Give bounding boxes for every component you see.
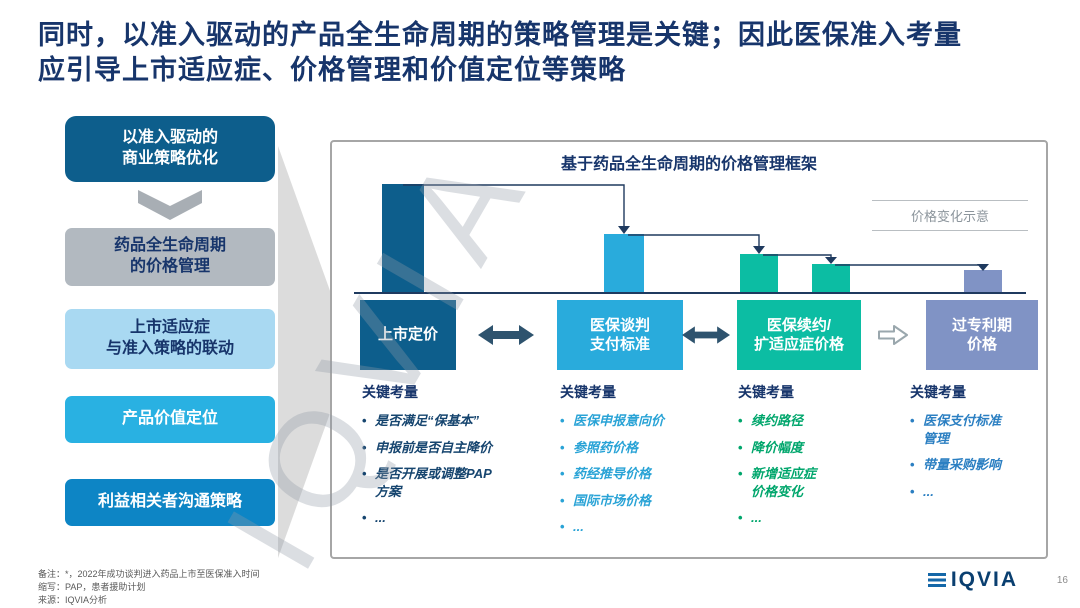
price-bar-renewal [740, 254, 778, 292]
consideration-item: 是否开展或调整PAP 方案 [362, 465, 544, 500]
considerations-header: 关键考量 [362, 384, 418, 400]
stage-reimbursement-negotiation: 医保谈判 支付标准 [557, 300, 683, 370]
consideration-item: 药经推导价格 [560, 465, 724, 483]
sidebar-item-lifecycle-price-management: 药品全生命周期 的价格管理 [65, 228, 275, 286]
price-bar-negotiation [604, 234, 644, 292]
page-title: 同时，以准入驱动的产品全生命周期的策略管理是关键；因此医保准入考量 应引导上市适… [38, 20, 962, 85]
sidebar-item-product-value-positioning: 产品价值定位 [65, 396, 275, 443]
sidebar-item-indication-access-linkage: 上市适应症 与准入策略的联动 [65, 309, 275, 369]
considerations-header: 关键考量 [560, 384, 616, 400]
considerations-negotiation: 关键考量 医保申报意向价 参照药价格 药经推导价格 国际市场价格 ... [560, 382, 724, 545]
considerations-header: 关键考量 [738, 384, 794, 400]
price-step-connectors [403, 184, 989, 271]
sidebar-item-access-driven-strategy: 以准入驱动的 商业策略优化 [65, 116, 275, 182]
consideration-item: 参照药价格 [560, 439, 724, 457]
double-arrow-icon [478, 325, 534, 345]
chart-baseline [354, 292, 1026, 294]
consideration-item: 申报前是否自主降价 [362, 439, 544, 457]
stage-renewal-expansion: 医保续约/ 扩适应症价格 [737, 300, 861, 370]
down-chevron-icon [138, 190, 202, 220]
iqvia-logo-icon [927, 573, 946, 587]
framework-panel: 基于药品全生命周期的价格管理框架 价格变化示意 上市定价 医保谈判 支付标准 医… [330, 140, 1048, 559]
consideration-item: 新增适应症 价格变化 [738, 465, 898, 500]
price-bar-indication-expansion [812, 264, 850, 292]
consideration-item: 医保支付标准 管理 [910, 412, 1040, 447]
considerations-header: 关键考量 [910, 384, 966, 400]
framework-title: 基于药品全生命周期的价格管理框架 [560, 156, 817, 173]
iqvia-logo: IQVIA [927, 568, 1018, 592]
considerations-launch: 关键考量 是否满足“保基本” 申报前是否自主降价 是否开展或调整PAP 方案 .… [362, 382, 544, 536]
footnote-line: 备注：*，2022年成功谈判进入药品上市至医保准入时间 [38, 569, 260, 579]
consideration-item: ... [910, 483, 1040, 501]
iqvia-logo-text: IQVIA [950, 568, 1018, 591]
consideration-item: 国际市场价格 [560, 492, 724, 510]
double-arrow-icon [682, 326, 730, 344]
consideration-item: 续约路径 [738, 412, 898, 430]
footnote-line: 缩写：PAP，患者援助计划 [38, 582, 146, 593]
price-bar-off-patent [964, 270, 1002, 292]
price-bar-launch [382, 184, 424, 292]
consideration-item: 降价幅度 [738, 439, 898, 457]
consideration-item: ... [560, 518, 724, 536]
stage-off-patent-price: 过专利期 价格 [926, 300, 1038, 370]
consideration-item: ... [362, 509, 544, 527]
beam-arrow [278, 146, 352, 558]
consideration-item: 带量采购影响 [910, 456, 1040, 474]
sidebar-item-stakeholder-communication: 利益相关者沟通策略 [65, 479, 275, 526]
considerations-off-patent: 关键考量 医保支付标准 管理 带量采购影响 ... [910, 382, 1040, 509]
considerations-renewal: 关键考量 续约路径 降价幅度 新增适应症 价格变化 ... [738, 382, 898, 536]
price-change-caption: 价格变化示意 [872, 200, 1028, 231]
footnote-line: 来源：IQVIA分析 [38, 595, 108, 606]
consideration-item: ... [738, 509, 898, 527]
consideration-item: 是否满足“保基本” [362, 412, 544, 430]
consideration-item: 医保申报意向价 [560, 412, 724, 430]
right-arrow-icon [878, 325, 908, 345]
stage-launch-pricing: 上市定价 [360, 300, 456, 370]
footnotes: 备注：*，2022年成功谈判进入药品上市至医保准入时间 缩写：PAP，患者援助计… [38, 568, 260, 607]
page-number: 16 [1056, 575, 1068, 586]
